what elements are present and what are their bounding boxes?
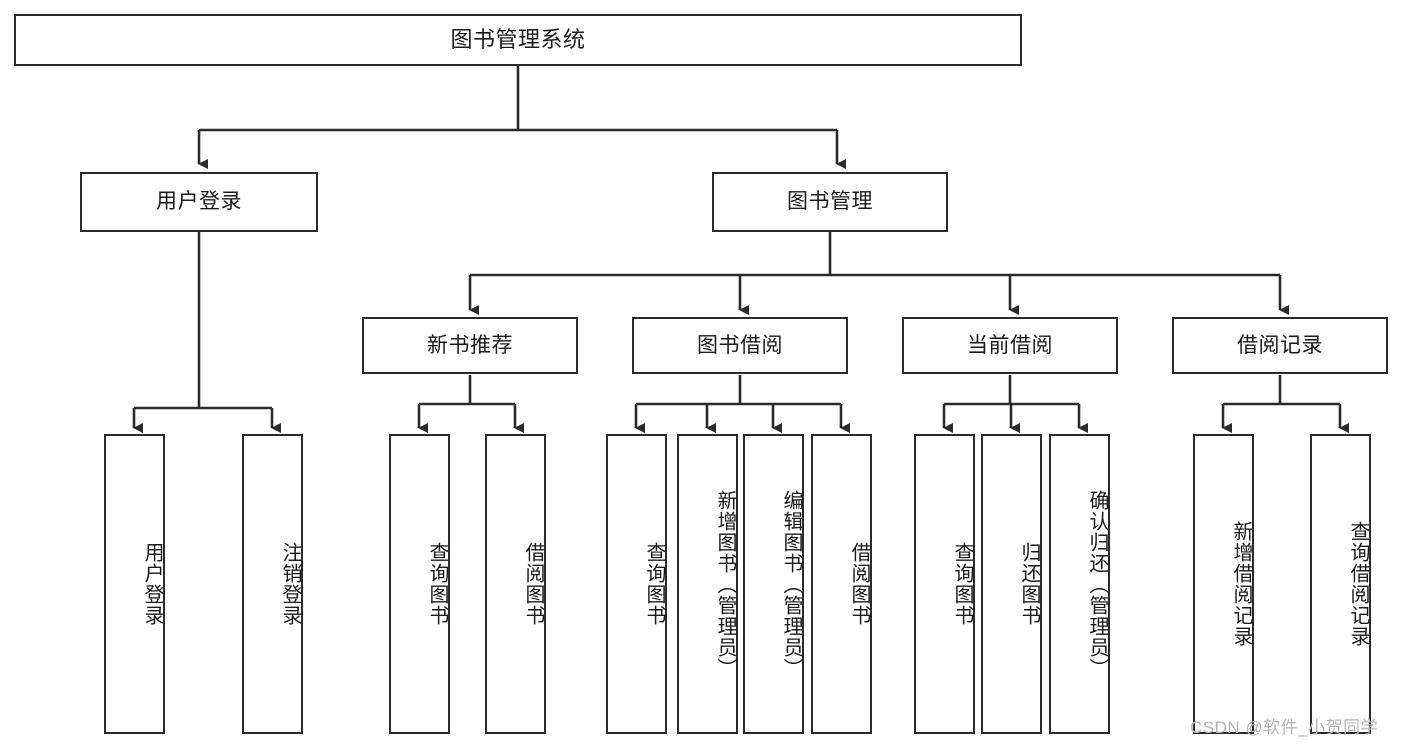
node-borrowing-records[interactable]: 借阅记录 [1172, 317, 1388, 374]
leaf-user-login[interactable]: 用户登录 [104, 434, 165, 734]
node-label: 归还图书 [1018, 542, 1040, 626]
node-label: 查询借阅记录 [1347, 521, 1369, 647]
node-label: 借阅记录 [1237, 333, 1323, 357]
node-label: 注销登录 [279, 542, 301, 626]
leaf-query-book-borrow[interactable]: 查询图书 [606, 434, 667, 734]
leaf-user-logout[interactable]: 注销登录 [242, 434, 303, 734]
node-label: 图书管理 [787, 190, 873, 214]
node-label: 借阅图书 [522, 542, 544, 626]
node-label: 用户登录 [141, 542, 163, 626]
csdn-watermark: CSDN @软件_小贺同学 [1190, 718, 1379, 737]
node-current-borrowing[interactable]: 当前借阅 [902, 317, 1118, 374]
node-user-login[interactable]: 用户登录 [80, 172, 318, 232]
node-root-book-management-system[interactable]: 图书管理系统 [14, 14, 1022, 66]
node-label: 查询图书 [643, 542, 665, 626]
node-label: 用户登录 [156, 190, 242, 214]
node-label: 编辑图书（管理员） [780, 489, 802, 679]
node-label: 当前借阅 [967, 333, 1053, 357]
node-label: 新书推荐 [427, 333, 513, 357]
leaf-query-book-current[interactable]: 查询图书 [914, 434, 975, 734]
leaf-confirm-return-admin[interactable]: 确认归还（管理员） [1049, 434, 1110, 734]
node-book-management[interactable]: 图书管理 [712, 172, 948, 232]
node-label: 查询图书 [426, 542, 448, 626]
leaf-add-borrow-record[interactable]: 新增借阅记录 [1193, 434, 1254, 734]
leaf-add-book-admin[interactable]: 新增图书（管理员） [677, 434, 738, 734]
node-label: 查询图书 [951, 542, 973, 626]
node-book-borrowing[interactable]: 图书借阅 [632, 317, 848, 374]
leaf-borrow-book-new-rec[interactable]: 借阅图书 [485, 434, 546, 734]
node-label: 图书管理系统 [450, 26, 586, 52]
leaf-query-borrow-record[interactable]: 查询借阅记录 [1310, 434, 1371, 734]
leaf-query-book-new-rec[interactable]: 查询图书 [389, 434, 450, 734]
leaf-edit-book-admin[interactable]: 编辑图书（管理员） [743, 434, 804, 734]
node-new-book-recommendation[interactable]: 新书推荐 [362, 317, 578, 374]
node-label: 确认归还（管理员） [1086, 489, 1108, 679]
leaf-borrow-book[interactable]: 借阅图书 [811, 434, 872, 734]
node-label: 新增借阅记录 [1230, 521, 1252, 647]
leaf-return-book[interactable]: 归还图书 [981, 434, 1042, 734]
node-label: 借阅图书 [848, 542, 870, 626]
node-label: 图书借阅 [697, 333, 783, 357]
node-label: 新增图书（管理员） [714, 489, 736, 679]
